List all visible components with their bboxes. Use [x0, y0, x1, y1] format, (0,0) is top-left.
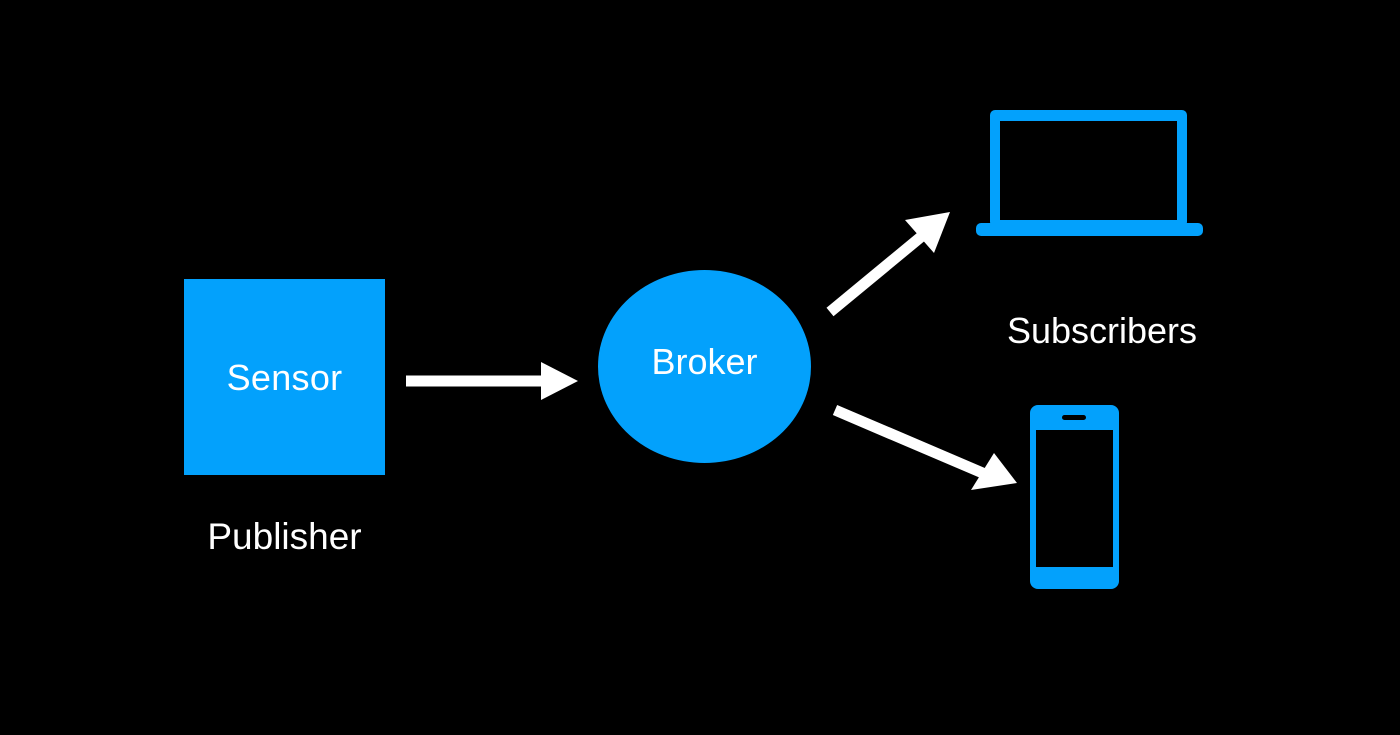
- broker-label: Broker: [651, 340, 758, 382]
- phone-icon: [1030, 405, 1119, 589]
- subscribers-label: Subscribers: [1006, 310, 1198, 351]
- laptop-icon: [976, 110, 1203, 236]
- broker-node: Broker: [598, 270, 811, 463]
- arrow-sensor-to-broker: [406, 362, 578, 400]
- sensor-node: Sensor: [184, 279, 385, 475]
- arrow-broker-to-laptop: [826, 212, 950, 317]
- sensor-label: Sensor: [226, 357, 343, 398]
- publisher-label: Publisher: [207, 516, 362, 557]
- arrow-broker-to-phone: [832, 404, 1017, 490]
